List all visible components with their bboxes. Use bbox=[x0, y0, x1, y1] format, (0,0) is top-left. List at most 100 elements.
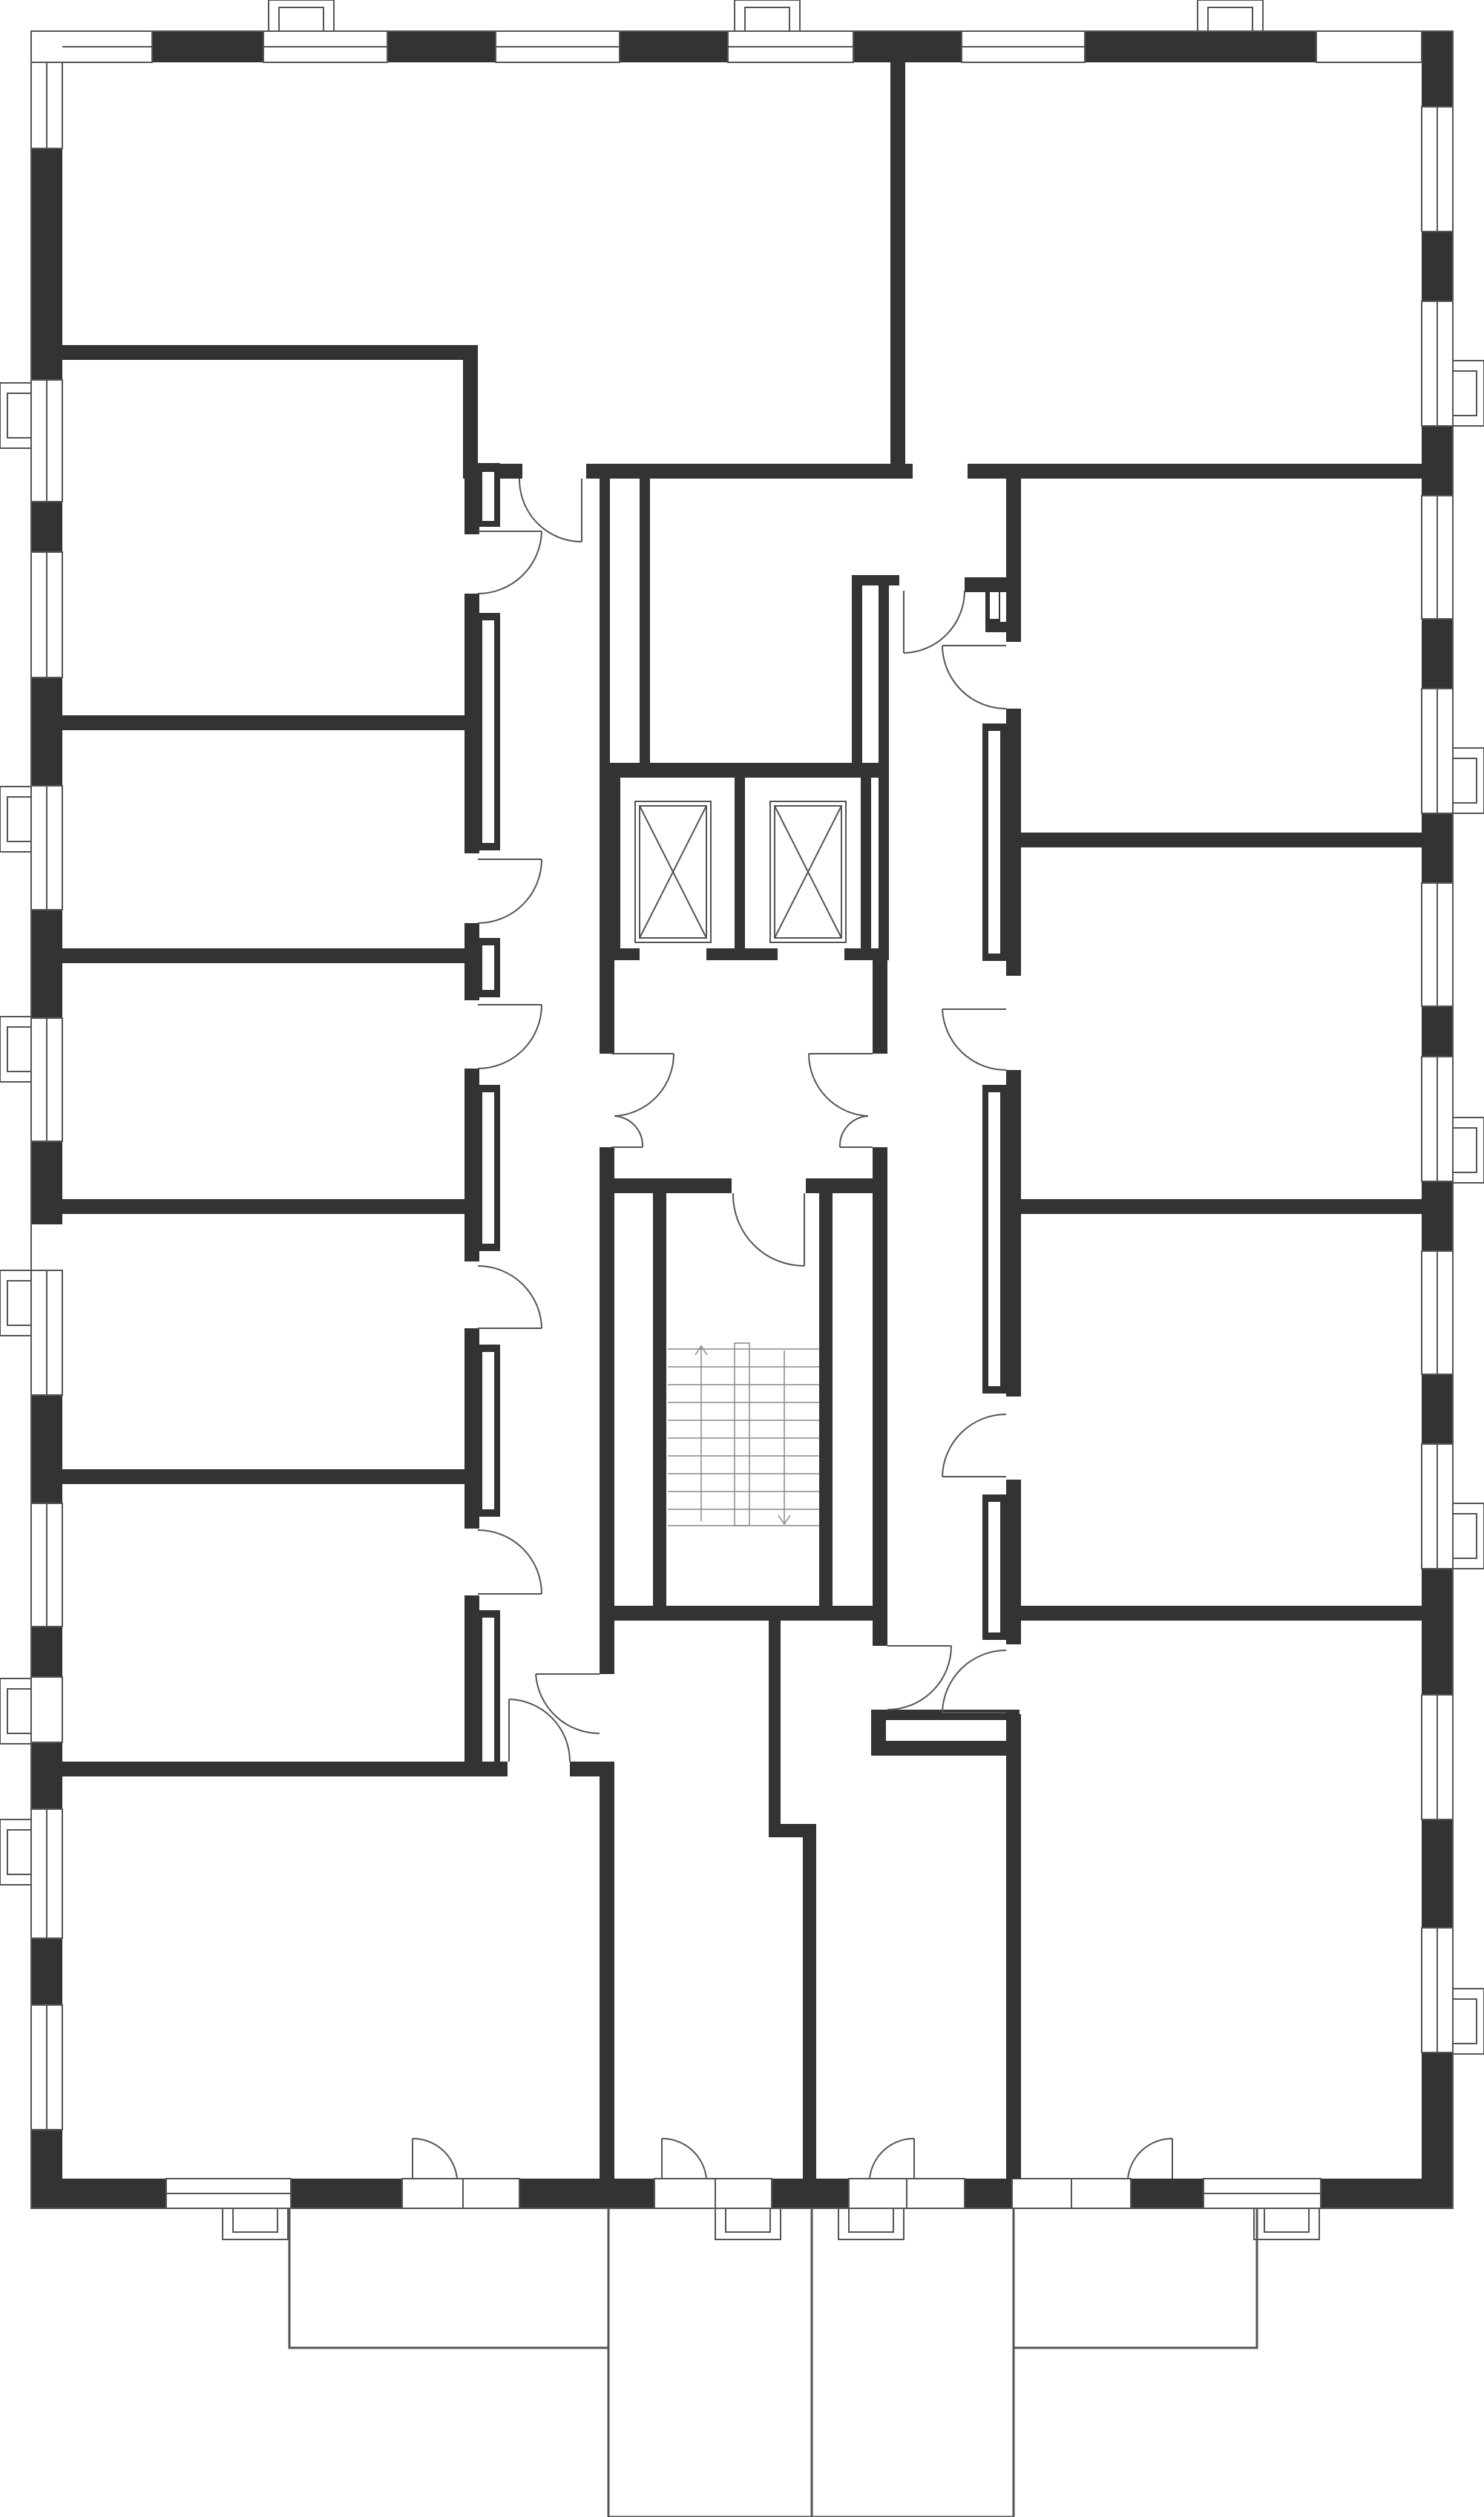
west-wall bbox=[31, 1395, 62, 1503]
east-wall bbox=[1422, 813, 1453, 883]
wall bbox=[1006, 464, 1021, 642]
balcony bbox=[278, 7, 324, 32]
cavity bbox=[614, 1193, 653, 1606]
stair-up-arrowhead bbox=[695, 1345, 708, 1356]
wall bbox=[610, 778, 620, 948]
balcony bbox=[7, 393, 32, 439]
balcony bbox=[1452, 370, 1477, 416]
west-wall bbox=[31, 148, 62, 380]
building-outline bbox=[30, 30, 1454, 2209]
wall bbox=[1006, 1714, 1021, 2179]
balcony bbox=[232, 2208, 278, 2233]
south-wall bbox=[1376, 2179, 1453, 2208]
wall bbox=[62, 715, 464, 730]
wall bbox=[1021, 1606, 1422, 1621]
wall bbox=[844, 948, 889, 960]
east-wall bbox=[1422, 1374, 1453, 1444]
wall bbox=[600, 1606, 887, 1621]
wall bbox=[735, 778, 745, 948]
door-swing bbox=[518, 478, 582, 542]
west-wall bbox=[31, 1141, 62, 1224]
wall bbox=[600, 960, 614, 1054]
stair-well bbox=[734, 1342, 750, 1526]
balcony bbox=[744, 7, 790, 32]
south-wall bbox=[519, 2179, 654, 2208]
cavity bbox=[482, 945, 494, 990]
door-swing bbox=[732, 1192, 805, 1267]
balcony bbox=[1207, 7, 1253, 32]
window bbox=[401, 2178, 520, 2209]
elevator-cross bbox=[639, 805, 707, 939]
wall-cavities bbox=[482, 472, 1006, 1762]
east-wall bbox=[1422, 1006, 1453, 1057]
south-wall bbox=[1131, 2179, 1204, 2208]
door-swing bbox=[869, 2137, 915, 2179]
wall bbox=[600, 763, 889, 778]
terrace-east bbox=[1014, 2208, 1258, 2349]
balcony bbox=[725, 2208, 771, 2233]
wall bbox=[586, 464, 913, 479]
wall bbox=[464, 1595, 479, 1773]
wall bbox=[968, 464, 1422, 479]
door-swing bbox=[807, 1053, 869, 1117]
wall bbox=[1006, 1070, 1021, 1397]
cavity bbox=[988, 731, 1000, 954]
balcony bbox=[7, 796, 32, 842]
balcony bbox=[7, 1688, 32, 1734]
cavity bbox=[482, 1092, 494, 1244]
balcony bbox=[848, 2208, 894, 2233]
doors bbox=[412, 478, 1173, 2179]
wall bbox=[464, 463, 479, 534]
door-swing bbox=[477, 1265, 542, 1329]
east-wall bbox=[1422, 1569, 1453, 1695]
balcony bbox=[1452, 1998, 1477, 2044]
elevator-cross bbox=[774, 805, 842, 939]
wall bbox=[464, 594, 479, 853]
cavity bbox=[833, 1193, 873, 1606]
wall bbox=[653, 1193, 666, 1609]
west-wall bbox=[31, 502, 62, 552]
wall bbox=[600, 778, 610, 948]
interior-walls bbox=[62, 62, 1422, 2179]
elevator-car-2-inner bbox=[774, 805, 842, 939]
balcony bbox=[1452, 758, 1477, 804]
exterior-walls bbox=[31, 31, 1453, 2208]
elevator-car-1 bbox=[634, 801, 712, 943]
wall bbox=[1006, 1480, 1021, 1644]
north-wall bbox=[387, 31, 496, 62]
west-wall bbox=[31, 1938, 62, 2005]
wall bbox=[62, 345, 478, 360]
door-swing bbox=[477, 859, 542, 924]
door-swing bbox=[477, 1529, 542, 1595]
east-wall bbox=[1422, 232, 1453, 301]
window bbox=[1316, 30, 1422, 63]
cavity bbox=[482, 1352, 494, 1509]
cavity bbox=[862, 585, 879, 763]
wall bbox=[852, 575, 899, 585]
door-swing bbox=[838, 1115, 869, 1148]
wall bbox=[1006, 709, 1021, 976]
east-wall bbox=[1422, 426, 1453, 496]
wall bbox=[463, 345, 478, 464]
wall bbox=[600, 464, 610, 768]
balcony bbox=[7, 1829, 32, 1875]
balcony bbox=[1452, 1513, 1477, 1559]
north-wall bbox=[1085, 31, 1316, 62]
cavity bbox=[610, 479, 640, 763]
door-swing bbox=[942, 1008, 1007, 1072]
wall bbox=[871, 1741, 1020, 1756]
wall bbox=[985, 622, 1021, 632]
cavity bbox=[990, 592, 999, 619]
cavity bbox=[988, 1502, 1000, 1632]
west-wall bbox=[31, 677, 62, 786]
wall bbox=[803, 1824, 816, 2179]
wall bbox=[890, 62, 905, 478]
wall bbox=[570, 1762, 604, 1776]
wall bbox=[879, 778, 889, 948]
south-wall bbox=[1321, 2179, 1376, 2208]
south-wall bbox=[772, 2179, 849, 2208]
wall bbox=[1021, 833, 1422, 847]
wall bbox=[819, 1193, 833, 1609]
door-swing bbox=[942, 645, 1007, 709]
